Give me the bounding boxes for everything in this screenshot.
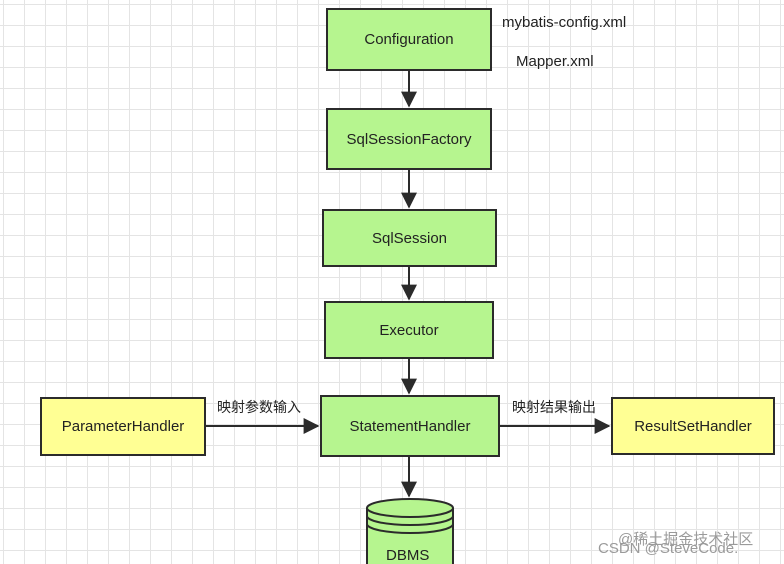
param-input-label: 映射参数输入: [217, 399, 301, 415]
csdn-watermark: CSDN @SteveCode.: [598, 540, 739, 557]
dbms-label: DBMS: [386, 547, 430, 564]
configuration-node: Configuration: [326, 8, 492, 71]
parameterhandler-node: ParameterHandler: [40, 397, 206, 456]
executor-node: Executor: [324, 301, 494, 359]
config-file-note: mybatis-config.xml: [502, 14, 627, 31]
resultsethandler-node: ResultSetHandler: [611, 397, 775, 455]
sqlsession-node: SqlSession: [322, 209, 497, 267]
juejin-watermark: @稀土掘金技术社区: [618, 531, 754, 548]
dbms-cylinder: [366, 498, 454, 564]
sqlsessionfactory-node: SqlSessionFactory: [326, 108, 492, 170]
statementhandler-node: StatementHandler: [320, 395, 500, 457]
mapper-file-note: Mapper.xml: [516, 53, 594, 70]
result-output-label: 映射结果输出: [512, 399, 596, 415]
